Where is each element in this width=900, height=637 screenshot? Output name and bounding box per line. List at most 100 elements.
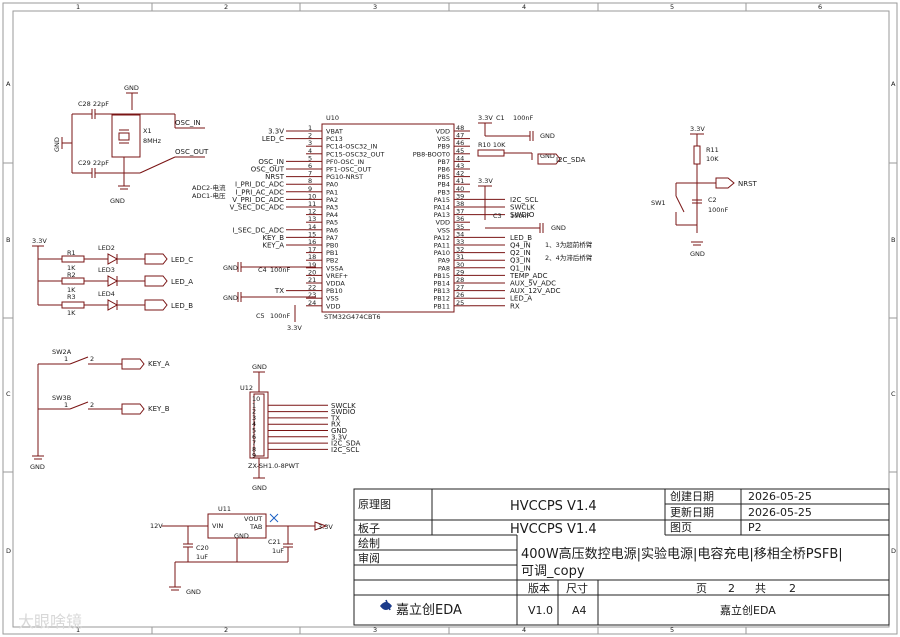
net-label: 3.3V [268, 128, 284, 136]
pin-name: PB0 [326, 242, 339, 250]
tb-label-total: 共 [755, 582, 766, 595]
connector-pin-number: 8 [252, 445, 256, 453]
pin-number: 31 [456, 253, 464, 261]
tb-logo-text: 嘉立创EDA [396, 603, 462, 618]
net-3v3: 3.3V [318, 523, 333, 531]
net-label: Q3_IN [510, 257, 531, 265]
ldo-pin-tab: TAB [249, 523, 262, 531]
net-osc-in: OSC_IN [175, 119, 201, 127]
pin-name: PB10 [326, 287, 343, 295]
tb-label-size: 尺寸 [566, 581, 588, 595]
pin-name: PA11 [434, 242, 450, 250]
pin-number: 15 [308, 230, 316, 238]
pin-number: 32 [456, 246, 464, 254]
tb-project-title-2: 可调_copy [521, 564, 585, 579]
pin-number: 4 [308, 147, 312, 155]
v33-label: 3.3V [287, 324, 302, 332]
tb-created-date: 2026-05-25 [748, 490, 812, 503]
key-switches: SW2A 1 2 KEY_A SW3B 1 2 KEY_B GND [30, 348, 170, 471]
net-nrst: NRST [738, 180, 758, 188]
pin-name: PF1-OSC_OUT [326, 166, 371, 174]
net-label: I2C_SCL [331, 446, 359, 454]
connector-pin-number: 2 [252, 408, 256, 416]
r10-label: R10 10K [478, 141, 506, 149]
row-label: C [6, 390, 11, 398]
pin-number: 24 [308, 299, 316, 307]
ldo-pin-vin: VIN [212, 522, 223, 530]
pin-number: 42 [456, 170, 464, 178]
gnd-label: GND [252, 363, 267, 371]
cap-value: 100nF [270, 266, 291, 274]
resistor-ref: R3 [67, 293, 76, 301]
pin-name: PB8-BOOT0 [413, 150, 450, 158]
c2-value: 100nF [708, 206, 729, 214]
connector-pin-number: 10 [252, 395, 260, 403]
switch-pin: 1 [64, 355, 68, 363]
pin-number: 5 [308, 154, 312, 162]
pin-name: VDD [436, 219, 450, 227]
col-label: 1 [76, 626, 80, 634]
pin-number: 47 [456, 132, 464, 140]
tb-company: 嘉立创EDA [720, 603, 776, 617]
net-label: Q1_IN [510, 264, 531, 272]
switch-ref: SW3B [52, 394, 71, 402]
net-label: TEMP_ADC [509, 272, 548, 280]
resistor-value: 1K [67, 264, 76, 272]
net-label: TX [330, 414, 340, 422]
crystal-oscillator: GND X1 8MHz GND C28 22pF OSC_IN C29 22pF… [53, 84, 209, 205]
eda-logo-icon [380, 599, 392, 611]
net-label: OSC_IN [258, 158, 284, 166]
net-label: SWDIO [510, 211, 535, 219]
gnd-label: GND [223, 264, 238, 272]
pin-number: 23 [308, 291, 316, 299]
pin-name: PB9 [437, 143, 450, 151]
tb-board-name: HVCCPS V1.4 [510, 522, 597, 537]
net-label: LED_B [510, 234, 532, 242]
pin-number: 45 [456, 147, 464, 155]
gnd-label: GND [186, 588, 201, 596]
net-label: TX [274, 287, 284, 295]
v33-label: 3.3V [478, 177, 493, 185]
net-osc-out: OSC_OUT [175, 148, 209, 156]
pin-name: VSS [437, 135, 450, 143]
net-label: V_PRI_DC_ADC [232, 196, 284, 204]
ldo-pin-vout: VOUT [244, 515, 262, 523]
resistor-ref: R1 [67, 249, 76, 257]
net-label: 3.3V [331, 433, 347, 441]
led-row: R3 1K LED4 LED_B [38, 290, 193, 317]
pin-number: 37 [456, 208, 464, 216]
led-indicators: 3.3V R1 1K LED2 LED_C R2 1K LED3 [32, 237, 193, 317]
gnd-label: GND [252, 484, 267, 492]
connector-pin-number: 3 [252, 414, 256, 422]
pin-number: 29 [456, 268, 464, 276]
tb-label-board: 板子 [358, 521, 380, 535]
net-label: KEY_A [262, 242, 284, 250]
pin-number: 38 [456, 200, 464, 208]
pin-name: PB5 [437, 173, 450, 181]
v33-label: 3.3V [690, 125, 705, 133]
cap-ref: C4 [258, 266, 267, 274]
tb-label-version: 版本 [528, 581, 550, 595]
ldo-pin-gnd: GND [234, 532, 249, 540]
net-label: RX [510, 302, 520, 310]
tb-page-total: 2 [789, 582, 796, 595]
r11-value: 10K [706, 155, 719, 163]
pin-number: 9 [308, 185, 312, 193]
net-label: LED_C [262, 135, 284, 143]
net-label: SWCLK [510, 204, 535, 212]
cap-ref: C1 [496, 114, 505, 122]
ldo-regulator: 12V U11 VIN VOUT TAB GND 3.3V C20 1uF C2… [150, 505, 333, 596]
pin-name: PG10-NRST [326, 173, 363, 181]
cap-value: 100nF [270, 312, 291, 320]
pin-number: 16 [308, 238, 316, 246]
pin-name: PA8 [438, 264, 450, 272]
resistor-value: 1K [67, 309, 76, 317]
pin-name: VDDA [326, 280, 345, 288]
c21-ref: C21 [268, 538, 281, 546]
net-label: KEY_B [262, 234, 284, 242]
led-ref: LED2 [98, 244, 115, 252]
pin-name: PB6 [437, 166, 450, 174]
